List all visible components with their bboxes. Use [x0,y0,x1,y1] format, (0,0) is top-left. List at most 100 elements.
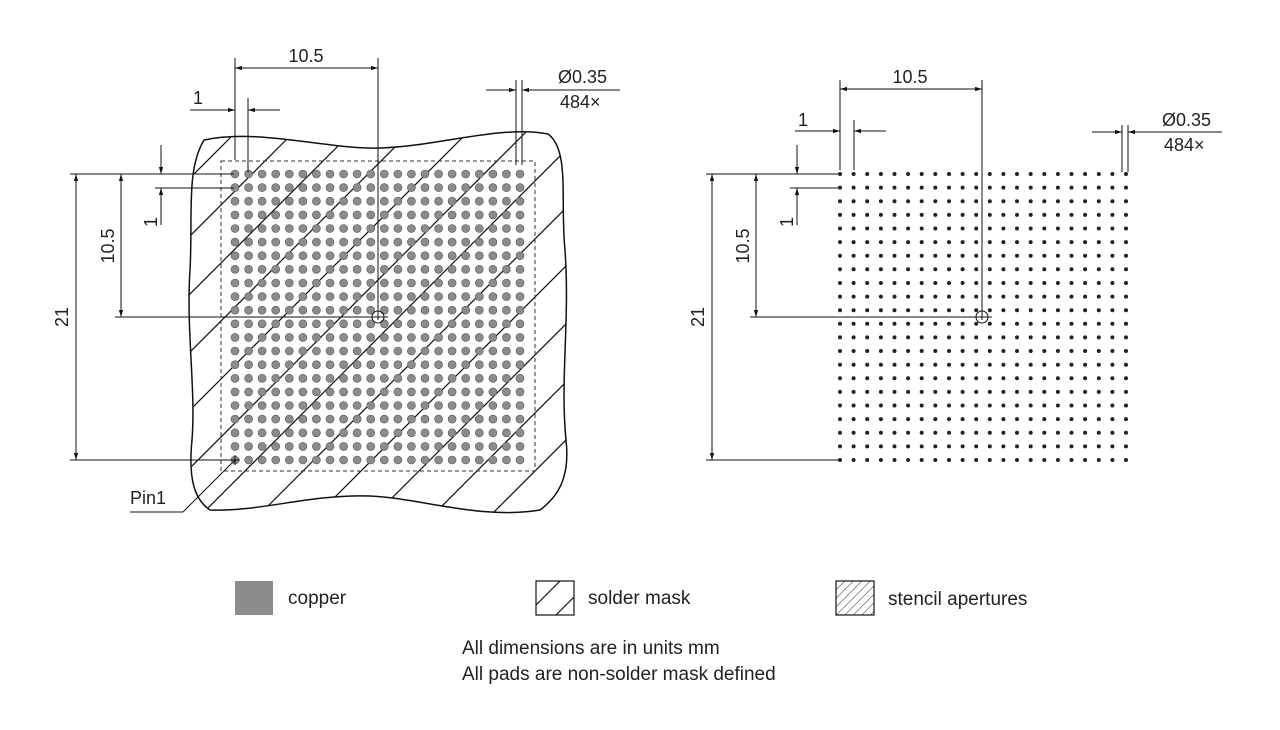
pad [919,253,924,258]
pad [878,335,883,340]
pad [434,319,443,329]
pad [244,237,253,247]
pad [366,278,376,288]
stencil-swatch [835,580,875,616]
pad [379,373,389,383]
pad [947,362,951,367]
pad [947,240,951,245]
pad [312,264,321,274]
pad [1083,376,1088,381]
pad [838,185,842,190]
pad [851,308,856,313]
pad [1055,308,1060,313]
pad [1096,349,1101,353]
pad [393,169,403,179]
pad [1124,389,1128,394]
pad [420,278,430,288]
pad [393,251,403,260]
pad [257,346,267,356]
pad [1083,403,1088,408]
pad [420,292,430,301]
pad [1001,281,1006,285]
pad [230,278,240,288]
pad [244,169,253,179]
pad [393,292,403,301]
pad [1083,294,1088,299]
pad [420,264,430,274]
pad [1096,199,1101,204]
pad [974,253,979,258]
pad [407,251,416,260]
pad [244,224,253,233]
right-view: 10.5 1 Ø0.35 484× 21 10.5 1 [688,67,1222,462]
pad [974,376,979,381]
pad [461,319,471,329]
pad [352,387,362,397]
pad [434,414,443,424]
pad [1015,281,1019,285]
pad [933,281,938,285]
pad [488,251,498,260]
pad [244,183,253,192]
pad [379,442,389,451]
pad [933,321,938,326]
pad [1015,335,1019,340]
dim-vertical-pitch: 10.5 [733,228,753,263]
dim-overall: 21 [688,307,708,327]
pad [502,237,511,247]
pad [1110,212,1115,217]
pad [906,444,911,449]
pad [1042,199,1047,204]
pad [366,196,376,206]
pad [339,428,348,438]
pad [352,278,362,288]
pad [407,333,416,342]
copper-swatch [235,581,273,615]
pad [878,212,883,217]
pad [284,183,294,192]
pad [271,373,281,383]
pad [1001,199,1006,204]
pad [515,455,525,465]
pad [474,210,484,220]
dim-top-pitch: 10.5 [892,67,927,87]
pad [407,196,416,206]
pad [960,281,965,285]
pad [1083,212,1088,217]
pad [325,387,335,397]
pad [298,169,308,179]
pad [420,428,430,438]
pad [1042,212,1047,217]
pad [1001,362,1006,367]
pad [1055,281,1060,285]
pad [1028,267,1033,272]
pad [244,210,253,220]
pad [960,376,965,381]
pad [1001,185,1006,190]
pad [474,292,484,301]
pad [1083,226,1088,231]
pad [502,305,511,315]
pad [865,349,870,353]
pad [379,210,389,220]
pad [366,251,376,260]
pad [271,264,281,274]
dim-small-horizontal: 1 [193,88,203,108]
pad [420,401,430,410]
note-units: All dimensions are in units mm [462,638,720,659]
pad [1110,226,1115,231]
pad [434,292,443,301]
pad [1055,172,1060,176]
pad [474,169,484,179]
pad [339,224,348,233]
pad [461,346,471,356]
pad [1055,212,1060,217]
legend-solder-mask-label: solder mask [588,588,691,609]
pad [919,444,924,449]
pad [325,346,335,356]
pad [434,360,443,370]
pad [257,360,267,370]
pad [515,387,525,397]
pad [1083,321,1088,326]
pad [947,444,951,449]
